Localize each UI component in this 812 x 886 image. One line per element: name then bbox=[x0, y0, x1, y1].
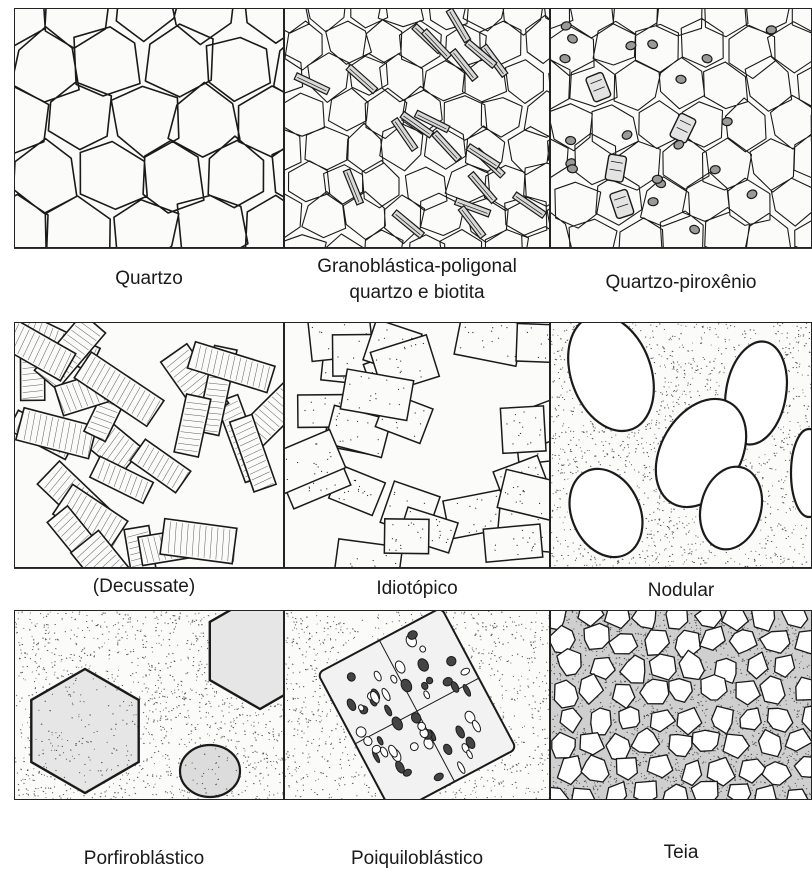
teia-texture-drawing bbox=[551, 611, 811, 799]
divider-line bbox=[14, 248, 812, 249]
divider-line bbox=[14, 568, 812, 569]
decussate-texture-drawing bbox=[15, 323, 283, 567]
panel-porfiroblastico bbox=[14, 610, 284, 800]
quartzo-texture-drawing bbox=[15, 9, 283, 247]
panel-poiquiloblastico bbox=[284, 610, 550, 800]
panel-decussate bbox=[14, 322, 284, 568]
panel-nodular bbox=[550, 322, 812, 568]
caption-quartzo: Quartzo bbox=[14, 266, 284, 292]
caption-teia: Teia bbox=[550, 840, 812, 866]
caption-decussate: (Decussate) bbox=[14, 574, 274, 600]
porfiroblastico-texture-drawing bbox=[15, 611, 283, 799]
panel-quartzo bbox=[14, 8, 284, 248]
caption-porfiroblastico: Porfiroblástico bbox=[14, 846, 274, 872]
caption-nodular: Nodular bbox=[550, 578, 812, 604]
caption-poiquiloblastico: Poiquiloblástico bbox=[284, 846, 550, 872]
caption-idiotopico: Idiotópico bbox=[284, 576, 550, 602]
panel-teia bbox=[550, 610, 812, 800]
caption-granoblastica: Granoblástica-poligonal quartzo e biotit… bbox=[284, 254, 550, 306]
poiquiloblastico-texture-drawing bbox=[285, 611, 549, 799]
panel-idiotopico bbox=[284, 322, 550, 568]
idiotopico-texture-drawing bbox=[285, 323, 549, 567]
caption-quartzo-piroxenio: Quartzo-piroxênio bbox=[550, 270, 812, 296]
panel-granoblastica bbox=[284, 8, 550, 248]
quartzo-piroxenio-texture-drawing bbox=[551, 9, 811, 247]
panel-quartzo-piroxenio bbox=[550, 8, 812, 248]
nodular-texture-drawing bbox=[551, 323, 811, 567]
granoblastica-texture-drawing bbox=[285, 9, 549, 247]
